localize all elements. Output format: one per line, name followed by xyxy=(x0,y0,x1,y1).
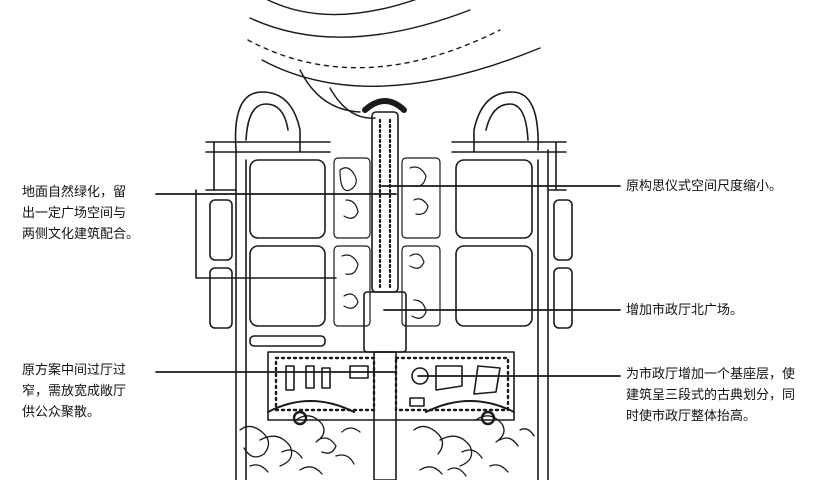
annotation-line: 出一定广场空间与 xyxy=(22,206,127,221)
annotation-line: 时使市政厅整体抬高。 xyxy=(626,409,757,424)
blocks-right xyxy=(455,159,573,329)
annotation-north-plaza: 增加市政厅北广场。 xyxy=(626,300,743,321)
annotation-ritual-space: 原构思仪式空间尺度缩小。 xyxy=(626,176,782,197)
road-grid xyxy=(205,91,567,480)
annotation-line: 两侧文化建筑配合。 xyxy=(22,227,140,242)
annotation-line: 建筑呈三段式的古典划分，同 xyxy=(626,388,796,403)
annotation-line: 为市政厅增加一个基座层，使 xyxy=(626,367,796,382)
annotation-line: 窄，需放宽成敞厅 xyxy=(22,384,127,399)
southern-gardens xyxy=(239,410,535,477)
garden-plots xyxy=(333,157,441,327)
annotation-line: 原方案中间过厅过 xyxy=(22,363,127,378)
concentric-arcs xyxy=(247,0,541,119)
annotation-line: 地面自然绿化，留 xyxy=(22,185,127,200)
annotation-base-level: 为市政厅增加一个基座层，使 建筑呈三段式的古典划分，同 时使市政厅整体抬高。 xyxy=(626,364,795,427)
annotation-line: 供公众聚散。 xyxy=(22,405,101,420)
connector-frame xyxy=(195,189,337,279)
annotation-green-ground: 地面自然绿化，留 出一定广场空间与 两侧文化建筑配合。 xyxy=(22,182,139,245)
annotation-open-hall: 原方案中间过厅过 窄，需放宽成敞厅 供公众聚散。 xyxy=(22,360,126,423)
city-hall-base xyxy=(267,351,515,421)
annotation-line: 原构思仪式空间尺度缩小。 xyxy=(626,179,783,194)
leader-lines xyxy=(155,185,621,377)
blocks-left xyxy=(209,159,326,347)
annotation-line: 增加市政厅北广场。 xyxy=(626,303,744,318)
